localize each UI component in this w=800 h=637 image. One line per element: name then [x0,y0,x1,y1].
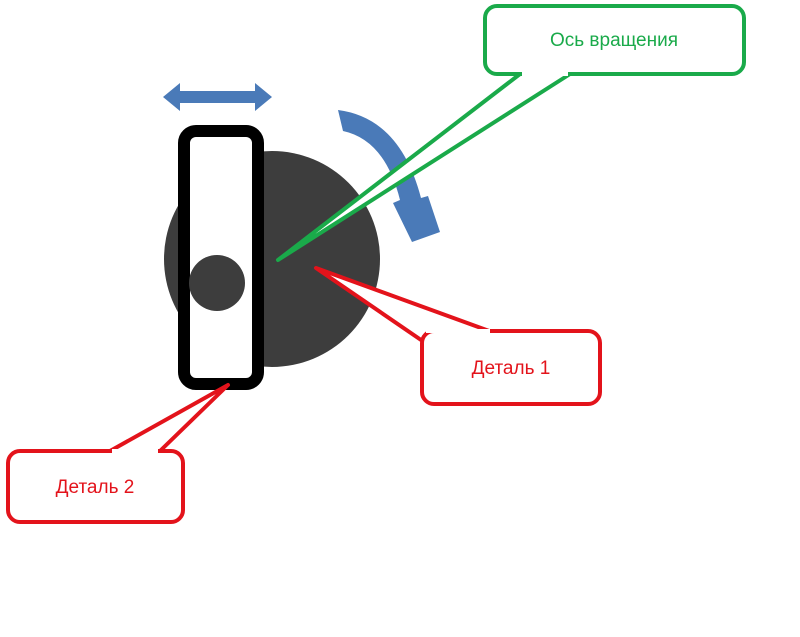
part-2-label: Деталь 2 [56,477,135,498]
part-2-pin [189,255,245,311]
double-arrow-icon [163,83,272,111]
rotation-arrow-icon [338,110,440,242]
axis-label: Ось вращения [550,30,678,51]
part-1-label: Деталь 1 [472,358,551,379]
part-2-callout-pointer [108,383,230,453]
part-2-callout-box [6,449,185,524]
axis-callout-box [483,4,746,76]
part-1-callout-box [420,329,602,406]
